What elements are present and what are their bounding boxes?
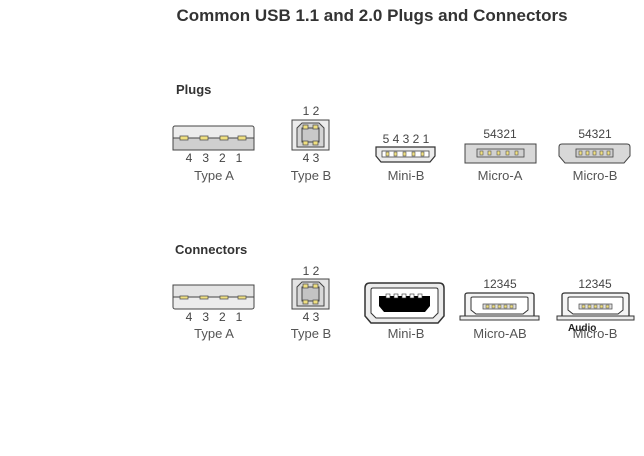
plug-micro-b-pin-numbers: 54321 — [578, 127, 612, 141]
plug-type-a-pin-numbers: 4 3 2 1 — [185, 151, 243, 165]
plug-micro-a-label: Micro-A — [477, 168, 523, 183]
plug-micro-b-label: Micro-B — [572, 168, 618, 183]
connector-micro-ab-label: Micro-AB — [473, 326, 527, 341]
plug-type-b-pin-numbers-bottom: 4 3 — [302, 151, 320, 165]
diagram-title: Common USB 1.1 and 2.0 Plugs and Connect… — [176, 6, 568, 25]
plug-type-b-pin-numbers-top: 1 2 — [302, 104, 320, 118]
section-heading-connectors: Connectors — [175, 242, 248, 257]
plug-micro-b-shape — [558, 143, 631, 164]
plug-mini-b-pin-numbers: 5 4 3 2 1 — [382, 132, 430, 146]
plug-mini-b-shape — [375, 146, 436, 163]
connector-type-a-shape — [172, 284, 255, 310]
section-heading-plugs: Plugs — [176, 82, 212, 97]
connector-type-a-pin-numbers: 4 3 2 1 — [185, 310, 243, 324]
connector-micro-b-audio-overlay: Audio — [568, 323, 597, 334]
connector-micro-ab-shape — [459, 292, 540, 321]
connector-type-b-shape — [291, 278, 330, 310]
connector-mini-b-label: Mini-B — [387, 326, 425, 341]
plug-type-b-shape — [291, 119, 330, 151]
connector-micro-b-label: Micro-B — [572, 326, 618, 341]
connector-type-b-pin-numbers-top: 1 2 — [302, 264, 320, 278]
plug-type-b-label: Type B — [290, 168, 332, 183]
plug-type-a-label: Type A — [194, 168, 234, 183]
connector-micro-b-shape — [556, 292, 635, 321]
connector-type-b-pin-numbers-bottom: 4 3 — [302, 310, 320, 324]
plug-micro-a-pin-numbers: 54321 — [483, 127, 517, 141]
plug-micro-a-shape — [464, 143, 537, 164]
connector-type-b-label: Type B — [290, 326, 332, 341]
connector-micro-b-pin-numbers: 12345 — [578, 277, 612, 291]
connector-type-a-label: Type A — [194, 326, 234, 341]
connector-mini-b-shape — [364, 282, 445, 324]
connector-micro-ab-pin-numbers: 12345 — [483, 277, 517, 291]
plug-mini-b-label: Mini-B — [387, 168, 425, 183]
plug-type-a-shape — [172, 125, 255, 151]
